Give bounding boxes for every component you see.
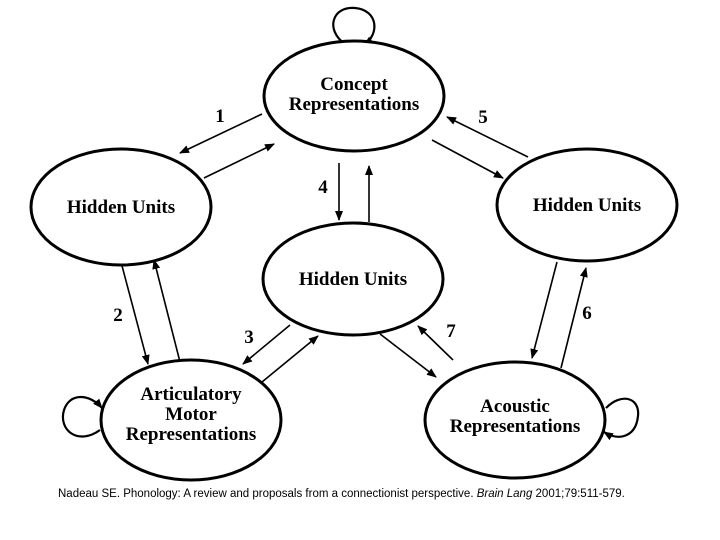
node-hidden-units-left: Hidden Units (29, 147, 213, 267)
connection-label-1: 1 (215, 106, 225, 127)
edge-7-down (379, 333, 437, 378)
citation: Nadeau SE. Phonology: A review and propo… (58, 488, 625, 500)
node-acoustic-representations: Acoustic Representations (423, 360, 607, 480)
articulatory-self-loop (61, 395, 103, 438)
articulatory-label-line-3: Representations (126, 424, 257, 445)
hidden-left-label: Hidden Units (67, 197, 175, 218)
edge-6-up (560, 267, 588, 369)
edge-7-up (417, 325, 454, 361)
edge-2-down (120, 261, 150, 365)
edge-1-down (179, 113, 263, 154)
node-hidden-units-right: Hidden Units (495, 147, 679, 263)
articulatory-label-line-2: Motor (165, 404, 217, 425)
node-hidden-units-center: Hidden Units (261, 221, 445, 337)
connection-label-6: 6 (582, 303, 592, 324)
edge-6-down (530, 261, 558, 359)
citation-text: Nadeau SE. Phonology: A review and propo… (58, 488, 477, 500)
concept-label-line-1: Concept (320, 74, 388, 95)
acoustic-label-line-1: Acoustic (480, 396, 550, 417)
edge-1-up (203, 143, 275, 179)
acoustic-label-line-2: Representations (450, 416, 581, 437)
citation-volume: 2001;79:511-579. (532, 488, 625, 500)
citation-journal: Brain Lang (476, 488, 533, 500)
acoustic-self-loop (603, 397, 640, 441)
hidden-right-label: Hidden Units (533, 195, 641, 216)
connection-label-2: 2 (113, 305, 123, 326)
concept-self-loop (332, 6, 376, 46)
connection-label-4: 4 (318, 177, 328, 198)
edge-2-up (152, 259, 181, 363)
edge-3-up (261, 335, 319, 383)
connection-label-3: 3 (244, 327, 254, 348)
concept-label-line-2: Representations (289, 94, 420, 115)
connection-label-7: 7 (446, 321, 456, 342)
connection-label-5: 5 (478, 107, 488, 128)
articulatory-label-line-1: Articulatory (140, 384, 242, 405)
edge-5-down (431, 139, 504, 179)
edge-3-down (242, 324, 291, 365)
edge-5-up (446, 116, 529, 158)
hidden-center-label: Hidden Units (299, 269, 407, 290)
node-articulatory-motor-representations: Articulatory Motor Representations (99, 358, 283, 482)
node-concept-representations: Concept Representations (262, 39, 446, 153)
